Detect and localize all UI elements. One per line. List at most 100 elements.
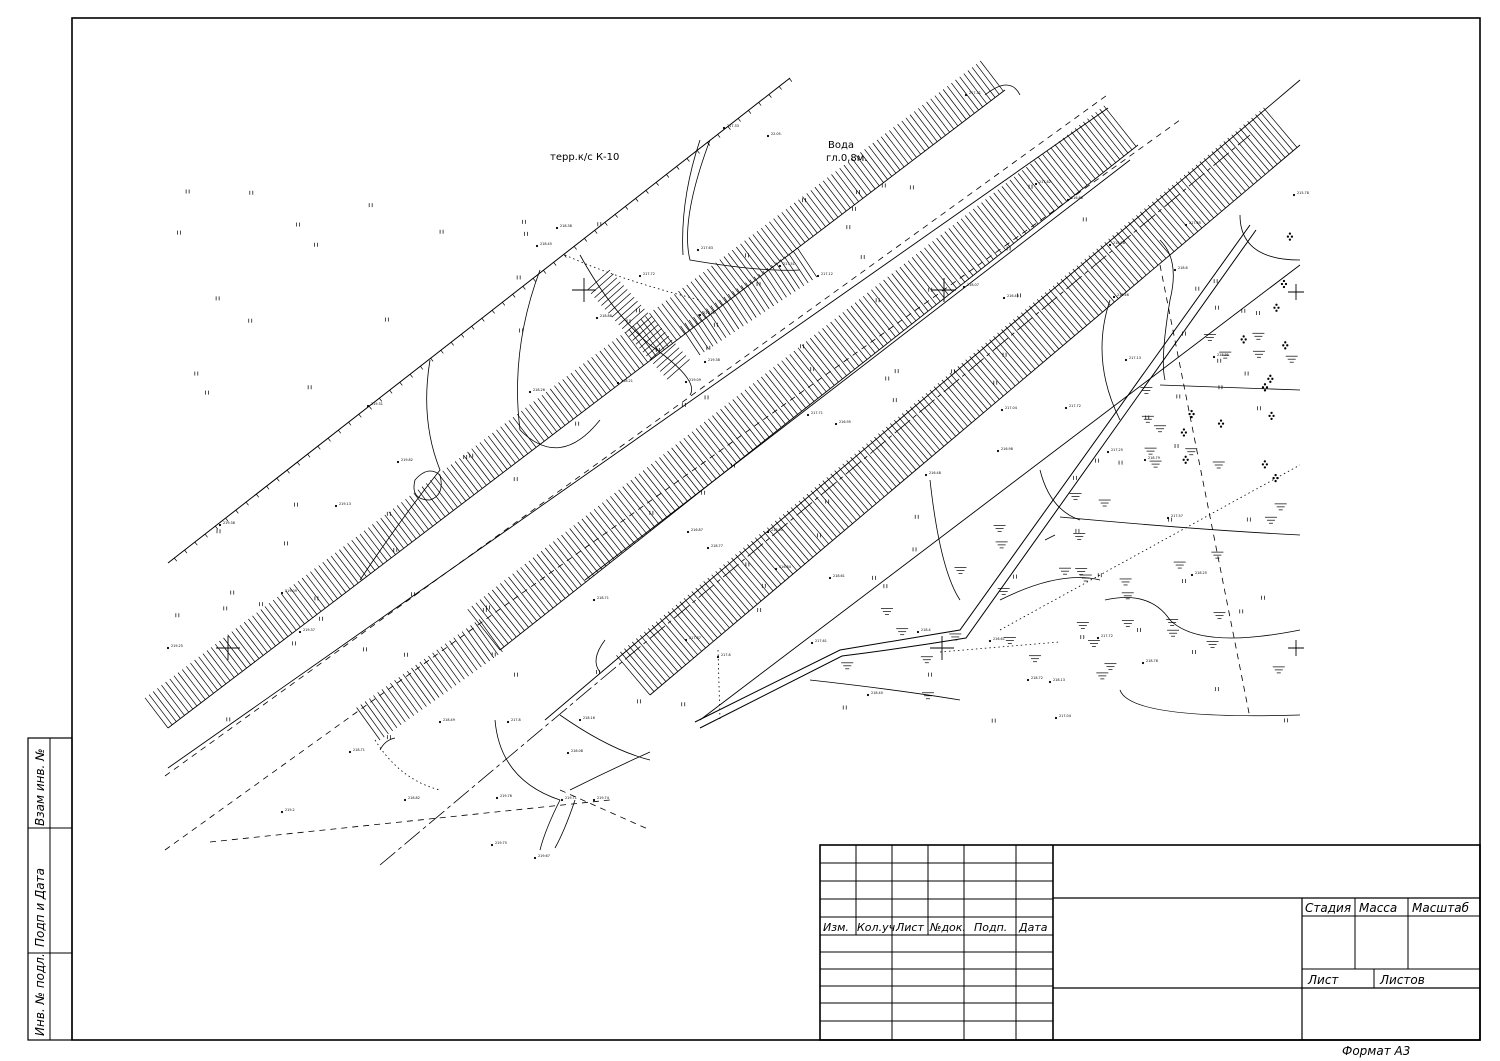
- hatch-tick: [1074, 128, 1108, 170]
- marsh-symbol: [1121, 592, 1134, 600]
- hatch-tick: [601, 285, 625, 306]
- hatch-tick: [876, 139, 901, 171]
- hatch-tick: [981, 346, 1016, 387]
- hatch-tick: [594, 277, 618, 298]
- hatch-tick: [969, 356, 1004, 397]
- hatch-tick: [890, 423, 925, 464]
- hatch-tick: [740, 285, 761, 315]
- hatch-tick: [856, 155, 880, 187]
- elevation-point: 217.67: [684, 636, 701, 642]
- hatch-tick: [903, 263, 937, 305]
- hatch-tick: [430, 480, 454, 511]
- hatch-tick: [248, 618, 272, 650]
- hatch-tick: [318, 565, 342, 596]
- boundary-tick: [409, 373, 413, 378]
- hatch-tick: [818, 183, 843, 215]
- hatch-tick: [549, 388, 574, 420]
- hatch-tick: [1009, 179, 1043, 222]
- grass-symbol: [1284, 718, 1288, 723]
- hatch-tick: [971, 67, 996, 98]
- marsh-symbol: [1079, 574, 1092, 582]
- hatch-tick: [235, 628, 260, 659]
- hatch-tick: [388, 511, 413, 543]
- grass-symbol: [514, 672, 518, 677]
- boundary-tick: [389, 389, 393, 394]
- boundary-tick: [635, 198, 639, 202]
- marsh-symbol: [1076, 622, 1089, 629]
- elevation-point: 219.71: [560, 796, 577, 802]
- hatch-tick: [1001, 329, 1036, 370]
- slope-edges: [167, 79, 1301, 769]
- hatch-tick: [798, 500, 833, 541]
- hatch-tick: [597, 505, 631, 547]
- hatch-tick: [711, 265, 735, 297]
- grass-symbol: [756, 282, 761, 287]
- hatch-tick: [616, 655, 651, 696]
- hatch-tick: [913, 111, 938, 142]
- elevation-point: 219.82: [396, 458, 413, 464]
- hatch-tick: [838, 315, 872, 357]
- hatch-tick: [679, 601, 714, 642]
- elevation-value: 217.61: [815, 639, 827, 643]
- hatch-tick: [810, 190, 835, 221]
- hatch-tick: [712, 415, 745, 457]
- elevation-value: 219.75: [495, 841, 507, 845]
- hatch-tick: [363, 530, 388, 562]
- hatch-tick: [1243, 124, 1278, 165]
- hatch-tick: [521, 410, 545, 442]
- hatch-tick: [731, 249, 756, 281]
- boundary-tick: [717, 134, 721, 138]
- hatch-tick: [719, 299, 740, 330]
- elevation-point: 22.05.: [766, 132, 782, 138]
- hatch-tick: [512, 416, 537, 448]
- hatch-tick: [165, 681, 189, 713]
- boundary-tick: [286, 469, 290, 474]
- grass-symbol: [800, 344, 804, 349]
- hatch-tick: [659, 457, 692, 499]
- hatch-tick: [297, 580, 322, 612]
- hatch-tick: [467, 608, 501, 651]
- hatch-tick: [782, 513, 817, 555]
- grass-symbol: [885, 376, 890, 381]
- hatch-tick: [411, 667, 436, 701]
- hatch-tick: [953, 369, 988, 410]
- marsh-symbol: [880, 608, 893, 615]
- hatch-tick: [875, 286, 908, 328]
- hatch-tick: [587, 269, 611, 291]
- boundary-tick: [645, 190, 649, 194]
- hatch-tick: [789, 354, 823, 396]
- hatch-tick: [854, 302, 888, 344]
- elevation-point: 219.09: [280, 589, 297, 595]
- marsh-symbol: [1166, 619, 1179, 626]
- grass-symbol: [1095, 458, 1099, 463]
- elevation-value: 218.40: [871, 691, 883, 695]
- grass-symbol: [706, 345, 711, 350]
- hatch-tick: [671, 608, 706, 649]
- grass-symbol: [307, 385, 312, 390]
- elevation-point: 219.31: [366, 402, 383, 408]
- hatch-tick: [818, 331, 851, 373]
- hatch-tick: [1227, 137, 1262, 178]
- hatch-tick: [561, 534, 595, 577]
- boundary-tick: [194, 541, 198, 546]
- elevation-value: 219.76: [500, 794, 512, 798]
- hatch-tick: [801, 344, 835, 386]
- shrub-symbol: [1272, 473, 1279, 483]
- hatch-tick: [277, 596, 301, 628]
- hatch-tick: [884, 133, 909, 164]
- marsh-symbol: [1096, 672, 1109, 680]
- hatch-tick: [793, 350, 827, 393]
- hatch-tick: [289, 587, 313, 618]
- elevation-value: 219.2: [285, 808, 295, 812]
- hatch-tick: [219, 640, 243, 672]
- hatch-tick: [405, 498, 429, 530]
- boundary-tick: [317, 445, 321, 450]
- elevation-value: 217.57: [1171, 514, 1183, 518]
- marsh-symbol: [1121, 620, 1134, 628]
- hatch-tick: [610, 496, 643, 538]
- grass-symbol: [1168, 517, 1173, 522]
- hatch-tick: [636, 638, 671, 679]
- grass-symbol: [249, 190, 254, 195]
- hatch-tick: [899, 266, 933, 309]
- boundary-tick: [707, 142, 711, 146]
